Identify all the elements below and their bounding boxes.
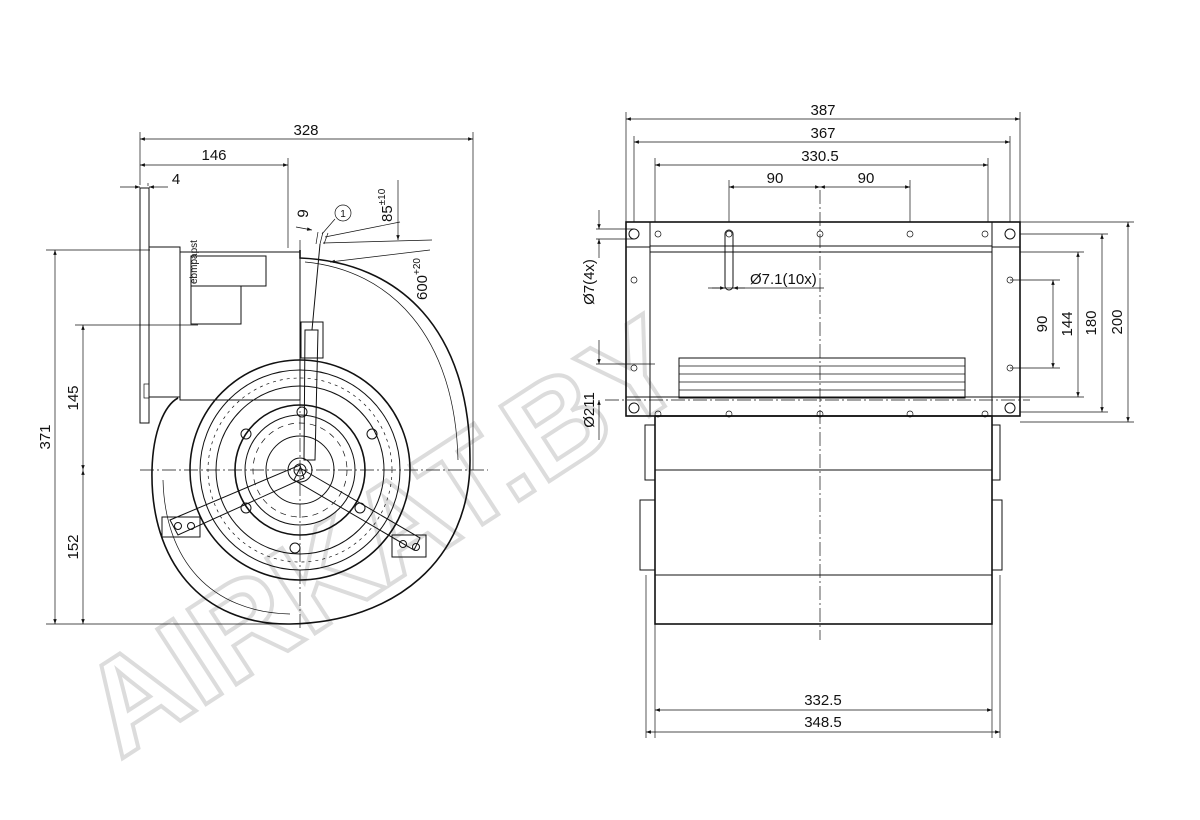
callout-ref-circle bbox=[334, 204, 352, 222]
dim-inlet-diameter: Ø211 bbox=[581, 392, 598, 428]
dim-cable-short: 85±10 bbox=[377, 188, 396, 222]
watermark: AIRKAT.BY bbox=[54, 287, 711, 786]
scroll-body bbox=[654, 415, 993, 625]
callout-ref: 1 bbox=[340, 209, 346, 220]
dim-upper-height: 145 bbox=[65, 385, 82, 410]
dim-v90: 90 bbox=[1034, 316, 1051, 333]
front-view: 387 367 330.5 90 90 Ø7.1(10x) Ø7(4x) Ø21… bbox=[581, 102, 1134, 738]
side-view: ebmpapst 328 bbox=[37, 122, 488, 630]
impeller bbox=[678, 357, 966, 399]
support-arm-left bbox=[169, 464, 305, 536]
dim-overall-width: 328 bbox=[293, 122, 318, 139]
corner-hole-tl bbox=[628, 228, 640, 240]
mounting-flange bbox=[139, 187, 150, 424]
dim-v144: 144 bbox=[1059, 311, 1076, 336]
dim-hole-span: 330.5 bbox=[801, 148, 839, 165]
dim-body-width: 332.5 bbox=[804, 692, 842, 709]
dim-to-outlet: 146 bbox=[201, 147, 226, 164]
dim-hole-right: 90 bbox=[858, 170, 875, 187]
dim-cable-offset: 9 bbox=[295, 209, 313, 219]
dim-v180: 180 bbox=[1083, 310, 1100, 335]
dim-front-overall-width: 387 bbox=[810, 102, 835, 119]
dim-corner-holes: Ø7(4x) bbox=[581, 259, 598, 305]
dim-hole-left: 90 bbox=[767, 170, 784, 187]
label-plate-text: ebmpapst bbox=[189, 240, 200, 284]
dim-flange: 4 bbox=[172, 171, 180, 188]
dim-v200: 200 bbox=[1109, 309, 1126, 334]
corner-hole-br bbox=[1004, 402, 1016, 414]
cable bbox=[311, 243, 321, 331]
dim-outer-width: 348.5 bbox=[804, 714, 842, 731]
corner-hole-bl bbox=[628, 402, 640, 414]
svg-text:AIRKAT.BY: AIRKAT.BY bbox=[56, 289, 709, 784]
corner-hole-tr bbox=[1004, 228, 1016, 240]
label-plate bbox=[190, 255, 267, 287]
dim-cable-long: 600+20 bbox=[412, 258, 431, 300]
dim-lower-height: 152 bbox=[65, 534, 82, 559]
support-arm-top bbox=[303, 329, 319, 461]
dim-hole-callout: Ø7.1(10x) bbox=[750, 271, 817, 288]
dim-overall-height: 371 bbox=[37, 424, 54, 449]
dim-flange-width: 367 bbox=[810, 125, 835, 142]
